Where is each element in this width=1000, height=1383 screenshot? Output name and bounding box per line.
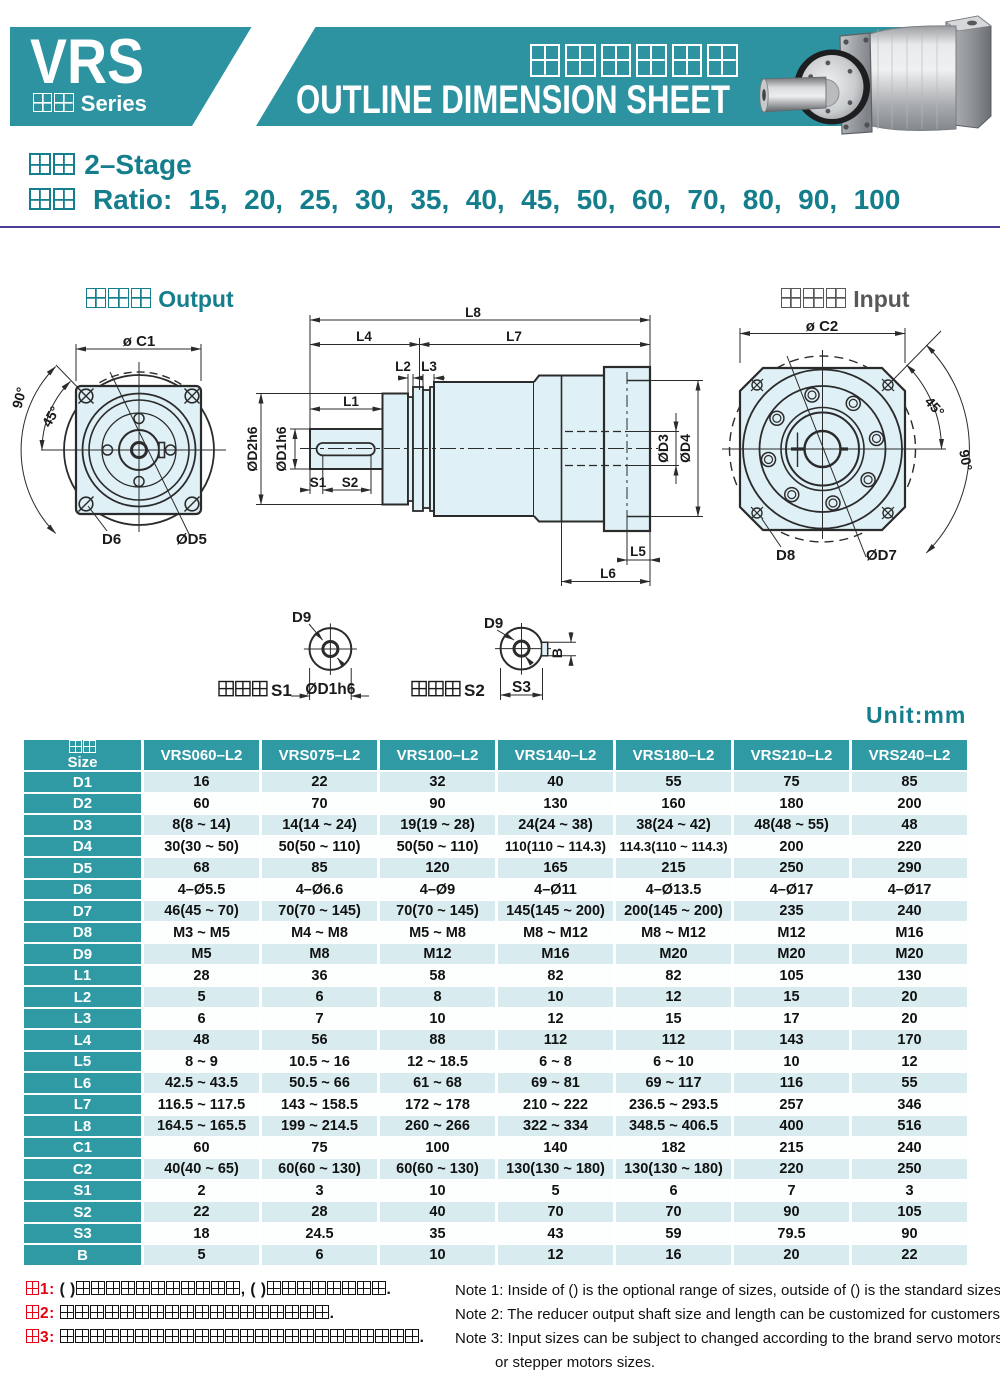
svg-text:S2: S2 (342, 475, 359, 490)
svg-text:D6: D6 (102, 531, 121, 548)
svg-text:45°: 45° (922, 393, 948, 419)
svg-text:ØD1h6: ØD1h6 (305, 681, 355, 698)
svg-text:ØD2h6: ØD2h6 (244, 426, 260, 471)
svg-text:ø C1: ø C1 (123, 333, 156, 350)
svg-text:D9: D9 (292, 609, 311, 626)
svg-text:ØD5: ØD5 (176, 531, 207, 548)
svg-text:ØD4: ØD4 (677, 434, 693, 463)
svg-text:ØD1h6: ØD1h6 (273, 426, 289, 471)
svg-text:L1: L1 (343, 394, 359, 409)
svg-text:L8: L8 (465, 305, 481, 320)
svg-text:L6: L6 (600, 566, 616, 581)
svg-text:S2: S2 (464, 681, 485, 700)
svg-text:ø C2: ø C2 (806, 318, 839, 335)
svg-text:L4: L4 (356, 329, 372, 344)
svg-text:D8: D8 (776, 547, 795, 564)
svg-text:ØD3: ØD3 (655, 434, 671, 463)
svg-text:D9: D9 (484, 615, 503, 632)
svg-text:45°: 45° (38, 403, 62, 429)
svg-text:L7: L7 (506, 329, 522, 344)
svg-text:L3: L3 (421, 359, 437, 374)
svg-text:90°: 90° (956, 448, 975, 472)
svg-text:S3: S3 (512, 679, 531, 696)
svg-text:L2: L2 (395, 359, 411, 374)
svg-text:90°: 90° (9, 385, 30, 410)
svg-text:S1: S1 (271, 681, 292, 700)
svg-text:S1: S1 (310, 475, 327, 490)
svg-text:ØD7: ØD7 (866, 547, 897, 564)
svg-text:B: B (549, 648, 565, 658)
svg-text:L5: L5 (630, 544, 646, 559)
